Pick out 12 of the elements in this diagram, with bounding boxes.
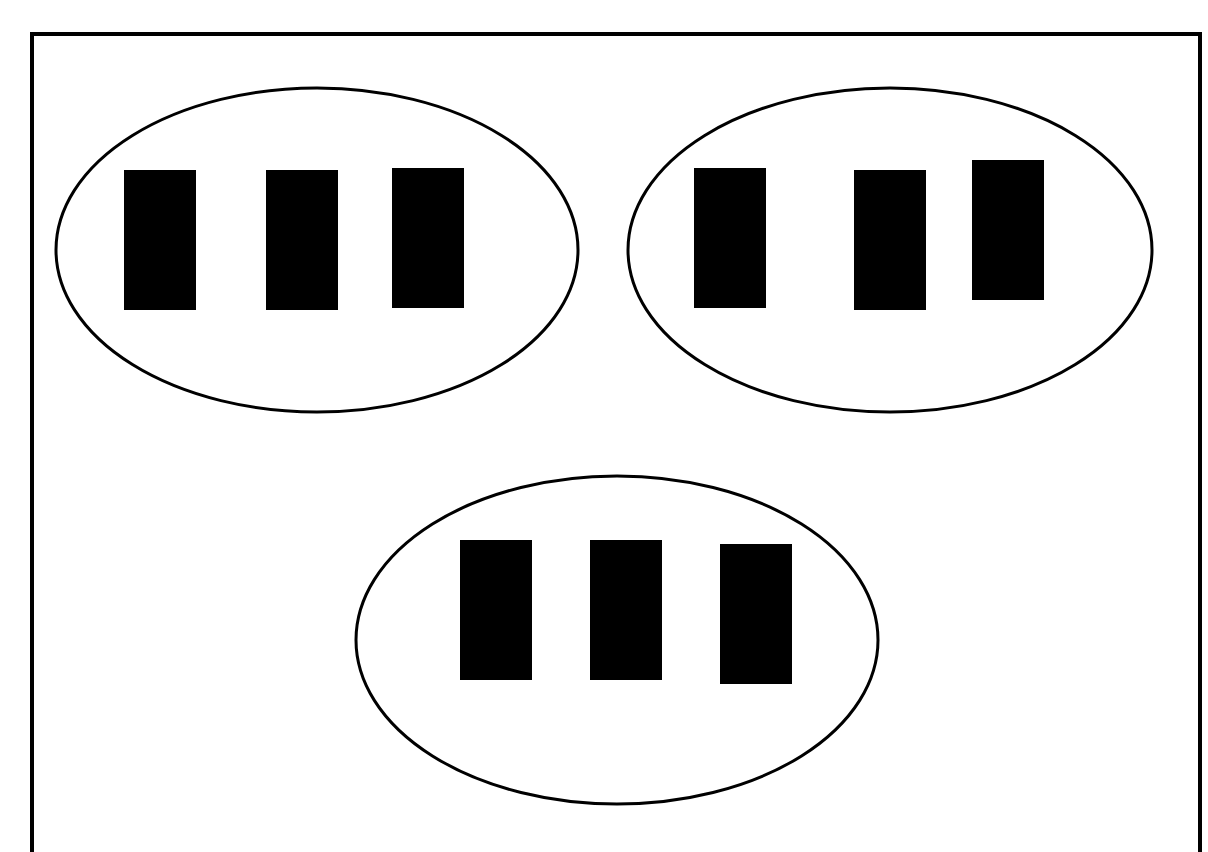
bar: [720, 544, 792, 684]
ellipse-group: [354, 474, 880, 806]
bar: [854, 170, 926, 310]
bar: [266, 170, 338, 310]
bar: [460, 540, 532, 680]
bar: [124, 170, 196, 310]
bar: [590, 540, 662, 680]
bar: [694, 168, 766, 308]
ellipse-group: [54, 86, 580, 414]
ellipse-group: [626, 86, 1154, 414]
bar: [392, 168, 464, 308]
bar: [972, 160, 1044, 300]
